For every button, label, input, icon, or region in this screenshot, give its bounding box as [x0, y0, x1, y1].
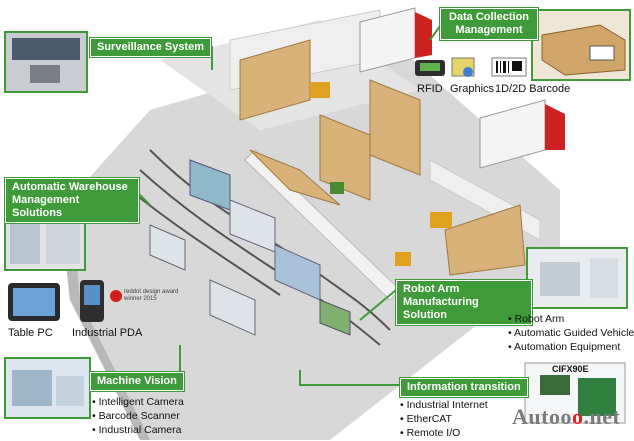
award-line1: reddot design award: [124, 289, 179, 295]
cifx-product-label: CIFX90E: [552, 364, 589, 374]
graphics-icon: [451, 57, 475, 77]
rfid-label: RFID: [417, 83, 443, 95]
machine-vision-list: Intelligent Camera Barcode Scanner Indus…: [92, 395, 184, 437]
reddot-logo: [110, 290, 122, 302]
information-item: EtherCAT: [400, 412, 488, 426]
production-machines: [149, 159, 351, 336]
photo-data-collection: [531, 9, 631, 81]
label-machine-vision: Machine Vision: [90, 372, 184, 391]
robot-arm-item: Automation Equipment: [508, 340, 634, 354]
robot-arm-list: Robot Arm Automatic Guided Vehicle Autom…: [508, 312, 634, 354]
machine-vision-item: Industrial Camera: [92, 423, 184, 437]
factory-floor: [60, 40, 560, 440]
robot-arm-item: Automatic Guided Vehicle: [508, 326, 634, 340]
information-list: Industrial Internet EtherCAT Remote I/O: [400, 398, 488, 440]
label-information-transition: Information transition: [400, 378, 528, 397]
label-data-collection: Data Collection Management: [440, 8, 538, 40]
truck-top: [359, 7, 432, 73]
callout-lines: [134, 25, 441, 386]
photo-machine-vision: [4, 357, 91, 419]
robot-arm-item: Robot Arm: [508, 312, 634, 326]
watermark: Autooo.net: [512, 404, 621, 429]
industrial-pda-image: [80, 280, 104, 322]
award-line2: winner 2015: [124, 296, 157, 302]
tablet-pc-image: [8, 283, 60, 321]
barcode-icon: [491, 57, 527, 77]
information-item: Remote I/O: [400, 426, 488, 440]
graphics-label: Graphics: [450, 83, 495, 95]
photo-surveillance: [4, 31, 88, 93]
shelf-racks: [239, 39, 526, 276]
information-item: Industrial Internet: [400, 398, 488, 412]
machine-vision-item: Barcode Scanner: [92, 409, 184, 423]
truck-right: [479, 99, 565, 169]
photo-robot-arm: [526, 247, 628, 309]
label-surveillance-system: Surveillance System: [90, 38, 212, 57]
machine-vision-item: Intelligent Camera: [92, 395, 184, 409]
barcode-label: 1D/2D Barcode: [495, 83, 571, 95]
table-pc-label: Table PC: [8, 327, 53, 339]
rfid-reader-icon: [415, 60, 445, 76]
forklifts: [310, 82, 452, 266]
industrial-pda-label: Industrial PDA: [72, 327, 143, 339]
label-warehouse-management: Automatic Warehouse Management Solutions: [5, 178, 139, 223]
